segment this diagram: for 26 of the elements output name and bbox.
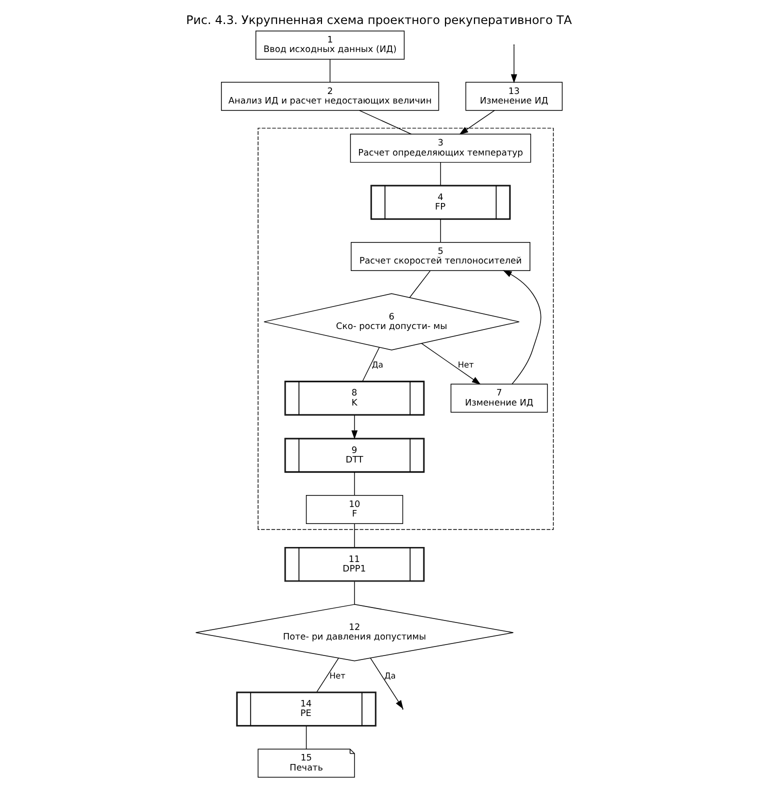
node-box: 1 Ввод исходных данных (ИД) — [255, 30, 404, 60]
node-box: 13 Изменение ИД — [464, 82, 562, 111]
arrow — [510, 46, 517, 84]
edge-label: Да — [384, 670, 396, 680]
diagram-title: Рис. 4.3. Укрупненная схема проектного рекуперативного ТА — [186, 13, 572, 28]
node-box: 3 Расчет определяющих температур — [350, 134, 531, 163]
node-diamond: 6 Ско- рости допусти- мы — [263, 293, 520, 350]
arrow — [502, 270, 541, 384]
node-box: 10 F — [305, 495, 403, 524]
arrow — [370, 658, 403, 710]
node-box: 7 Изменение ИД — [450, 384, 548, 413]
arrow — [458, 110, 494, 135]
edge-label: Нет — [457, 360, 474, 370]
node-diamond: 12 Поте- ри давления допустимы — [194, 604, 514, 662]
arrow — [420, 343, 480, 385]
node-box: 2 Анализ ИД и расчет недостающих величин — [220, 82, 439, 111]
connector — [362, 347, 380, 382]
connector — [316, 658, 338, 692]
edge-label: Да — [371, 360, 383, 370]
connector — [408, 270, 430, 298]
connector — [358, 110, 412, 134]
connector — [305, 726, 306, 750]
node-box: 5 Расчет скоростей теплоносителей — [350, 242, 530, 271]
connector — [329, 59, 330, 82]
arrow — [350, 414, 358, 440]
edge-label: Нет — [329, 670, 345, 680]
